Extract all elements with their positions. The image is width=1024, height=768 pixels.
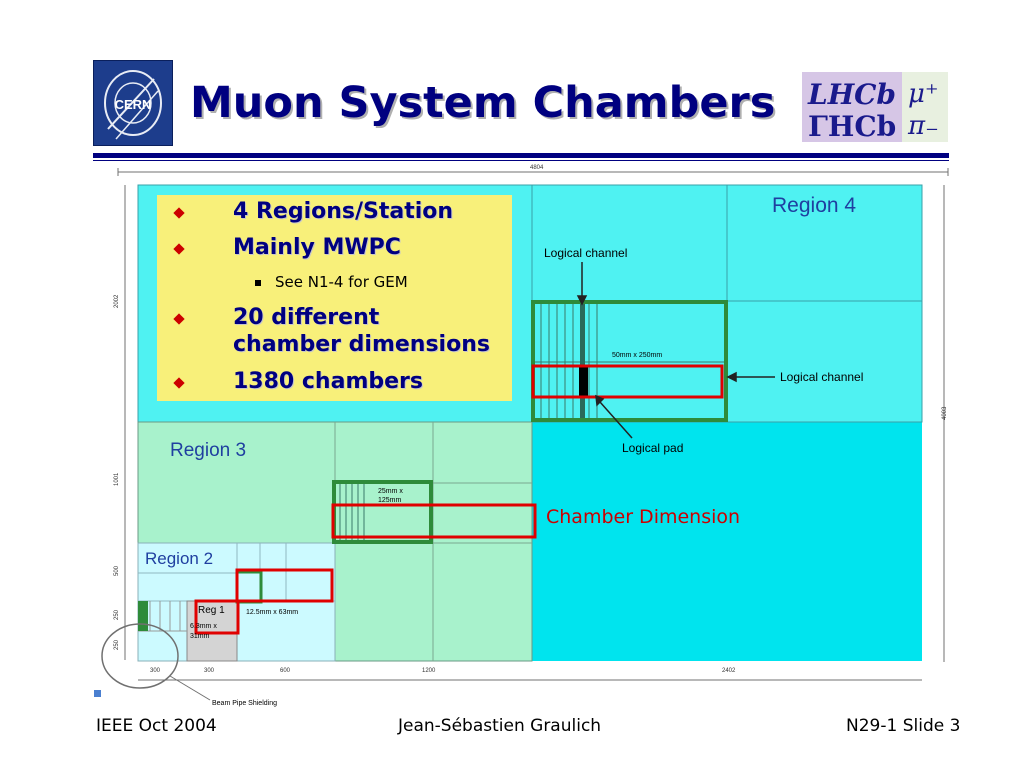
beam-pipe-pointer <box>169 675 211 701</box>
logical-pad-mark <box>579 366 588 396</box>
region-3-strips <box>339 484 365 540</box>
region-2-highlight-box <box>235 568 334 603</box>
dim-left-upper: 2002 <box>114 294 120 308</box>
region-2-label: Region 2 <box>145 549 213 568</box>
bullet-diamond-icon <box>173 207 185 219</box>
dim-left-r1a: 250 <box>114 609 120 620</box>
r4-pad-size: 50mm x 250mm <box>612 352 662 359</box>
cern-logo: CERN <box>93 60 173 146</box>
footer-right: N29-1 Slide 3 <box>846 716 961 736</box>
cern-logo-text: CERN <box>115 97 152 112</box>
region-1-highlight-box <box>194 599 240 635</box>
lhcb-logo-bottom: ΓHCb <box>808 110 896 142</box>
dim-left-mid: 1001 <box>114 472 120 486</box>
r2-pad-size: 12.5mm x 63mm <box>246 609 298 616</box>
region-4-chamber <box>531 300 728 422</box>
lhcb-logo: LHCb ΓHCb μ⁺ π₋ <box>802 72 948 143</box>
lhcb-logo-top: LHCb <box>807 78 896 111</box>
dim-bottom-c: 600 <box>280 668 291 674</box>
sub-bullet-1: See N1-4 for GEM <box>275 273 408 291</box>
logical-channel-top-label: Logical channel <box>544 246 627 260</box>
region-4-logical-channel-box <box>531 364 724 399</box>
r1-pad-size-1: 6.3mm x <box>190 623 217 630</box>
dim-right: 4003 <box>942 406 948 420</box>
bullet-3-continuation: chamber dimensions <box>233 332 490 357</box>
bullet-3: 20 different <box>233 305 380 330</box>
r3-pad-size-2: 125mm <box>378 497 402 504</box>
bullet-1: 4 Regions/Station <box>233 199 454 224</box>
dim-top: 4804 <box>530 165 544 171</box>
annotation-arrows <box>576 262 775 439</box>
r1-pad-size-2: 31mm <box>190 633 210 640</box>
chamber-dimension-label: Chamber Dimension <box>546 506 741 528</box>
bullet-diamond-icon <box>173 313 185 325</box>
bullet-box: 4 Regions/Station Mainly MWPC See N1-4 f… <box>157 195 512 401</box>
bullet-diamond-icon <box>173 243 185 255</box>
dim-left-r1b: 250 <box>114 639 120 650</box>
dim-left-r2: 500 <box>114 565 120 576</box>
beam-pipe-label: Beam Pipe Shielding <box>212 700 277 707</box>
region-4-label: Region 4 <box>772 194 856 217</box>
region-3-label: Region 3 <box>170 440 246 461</box>
dim-bottom-b: 300 <box>204 668 215 674</box>
region-4-strips <box>535 304 724 418</box>
region-1-label: Reg 1 <box>198 605 225 616</box>
dimension-lines <box>117 168 949 681</box>
dim-bottom-a: 300 <box>150 668 161 674</box>
footer-center: Jean-Sébastien Graulich <box>398 716 602 736</box>
logical-channel-strip <box>580 304 585 418</box>
footer-square-icon <box>94 690 101 697</box>
chamber-dimension-box <box>331 503 537 539</box>
bullet-diamond-icon <box>173 377 185 389</box>
r3-pad-size-1: 25mm x <box>378 488 403 495</box>
region-1-chamber-strip <box>138 601 148 631</box>
logical-pad-label: Logical pad <box>622 441 683 455</box>
bullet-4: 1380 chambers <box>233 369 423 394</box>
title-rule-thin <box>93 160 949 161</box>
mu-plus-symbol: μ⁺ <box>908 79 939 109</box>
mu-minus-symbol: π₋ <box>907 111 939 141</box>
logical-channel-right-label: Logical channel <box>780 370 863 384</box>
bullet-2: Mainly MWPC <box>233 235 401 260</box>
beam-pipe-circle <box>101 623 179 689</box>
dim-bottom-d: 1200 <box>422 668 436 674</box>
slide-title: Muon System Chambers <box>190 78 776 128</box>
title-rule <box>93 153 949 158</box>
dim-bottom-e: 2402 <box>722 668 736 674</box>
footer-left: IEEE Oct 2004 <box>96 716 217 736</box>
bullet-square-icon <box>255 280 261 286</box>
